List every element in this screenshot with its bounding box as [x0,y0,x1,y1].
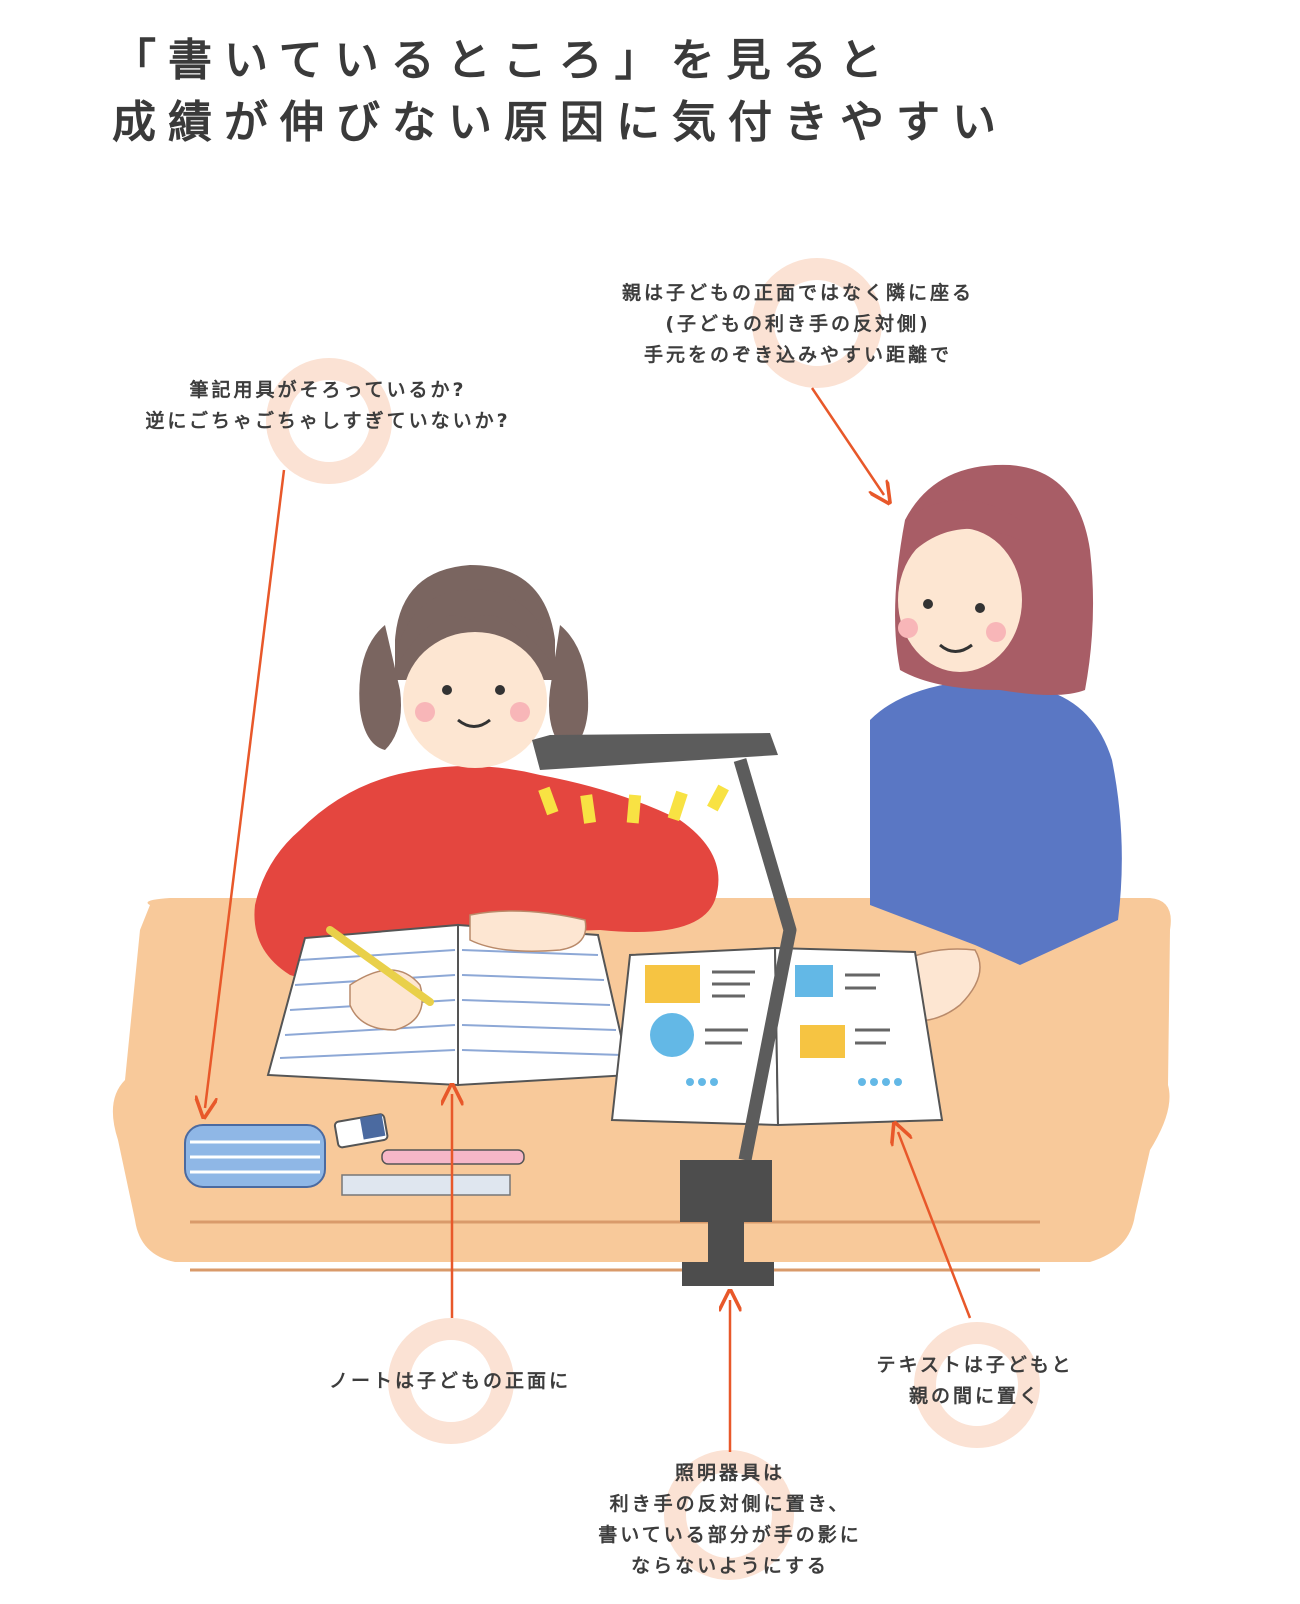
arrow-parent [810,387,884,495]
child-face [403,632,547,768]
arrow-stationery [205,469,286,1108]
pencil [326,926,434,1006]
child-writing-hand [349,969,423,1031]
child-sweater [254,766,719,980]
arrow-textbook [898,1132,972,1319]
title-line-2: 成績が伸びない原因に気付きやすい [112,97,1008,148]
callout-textbook: テキストは子どもと 親の間に置く [876,1354,1074,1407]
page-title: 「書いているところ」を見ると 成績が伸びない原因に気付きやすい [112,30,1008,154]
textbook [610,946,944,1127]
child-resting-hand [469,910,587,952]
callout-stationery: 筆記用具がそろっているか? 逆にごちゃごちゃしすぎていないか? [145,379,511,432]
parent-sweater [870,681,1122,965]
desk-lamp [532,733,797,1286]
child-pigtail-left [359,625,401,750]
ruler [341,1174,511,1196]
child-pigtail-right [549,625,589,752]
stationery [184,1113,525,1196]
callout-parent-position: 親は子どもの正面ではなく隣に座る (子どもの利き手の反対側) 手元をのぞき込みや… [621,282,974,366]
parent-figure [870,464,1122,1022]
callout-notebook: ノートは子どもの正面に [328,1370,571,1392]
title-line-1: 「書いているところ」を見ると [112,35,895,86]
child-figure [254,565,719,980]
notebook [266,910,632,1087]
callout-lamp: 照明器具は 利き手の反対側に置き、 書いている部分が手の影に ならないようにする [598,1462,862,1577]
callout-arrows [205,387,972,1452]
